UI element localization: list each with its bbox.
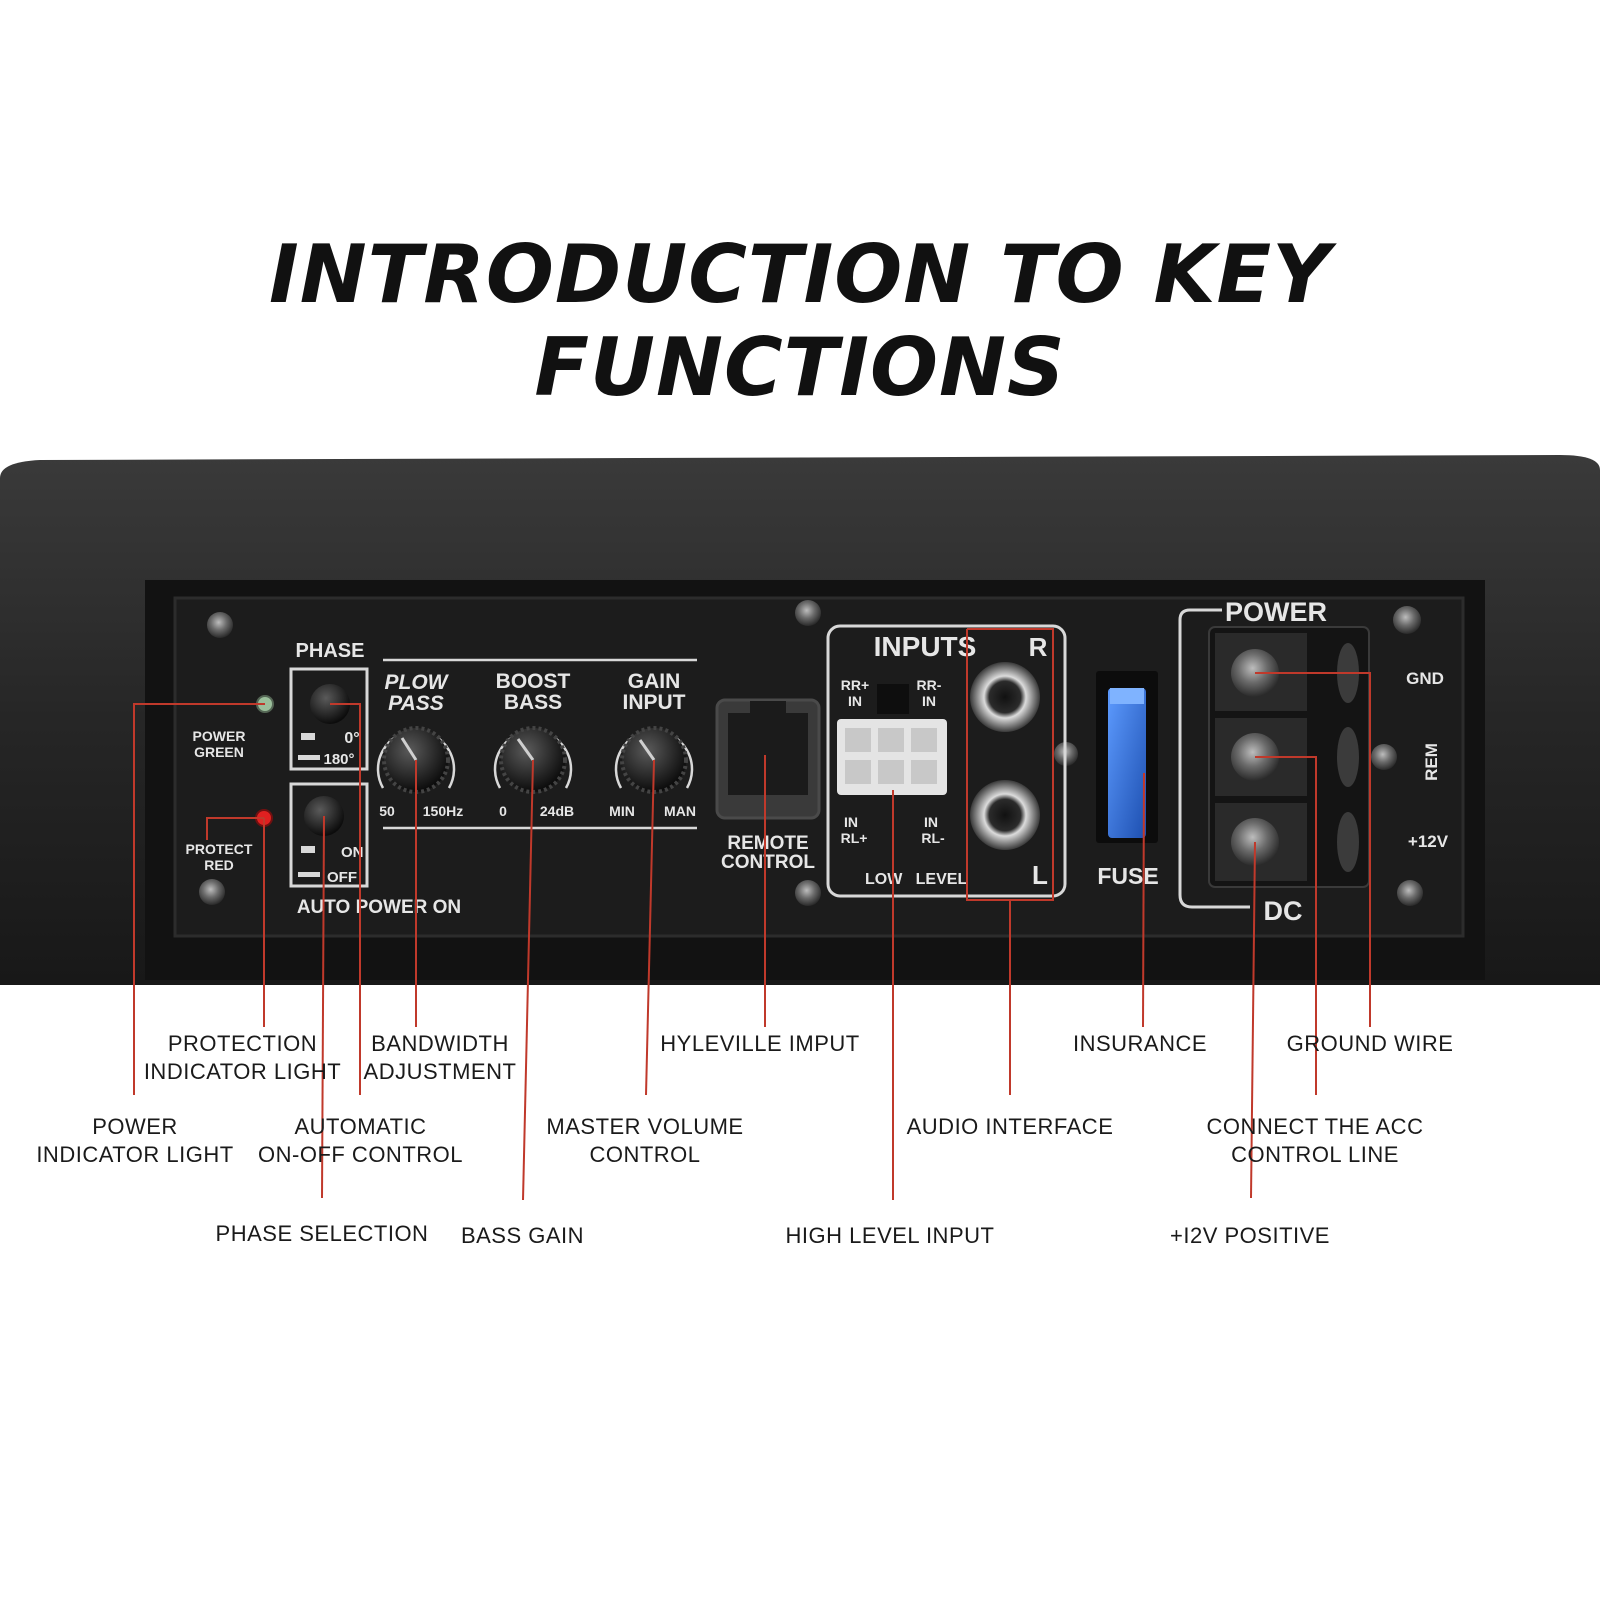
phase-0-label: 0° bbox=[344, 730, 359, 747]
plow-label-1: PLOW bbox=[385, 671, 450, 694]
rem-label: REM bbox=[1422, 743, 1441, 781]
leader-line bbox=[1255, 672, 1371, 1027]
phase-180-label: 180° bbox=[323, 751, 354, 768]
leader-line bbox=[645, 759, 655, 1096]
callout-insurance: INSURANCE bbox=[1072, 1031, 1208, 1056]
rca-l-jack[interactable] bbox=[970, 780, 1040, 850]
protect-red-label-2: RED bbox=[204, 857, 234, 873]
callout-12v-positive: +I2V POSITIVE bbox=[1170, 1223, 1330, 1248]
leader-line bbox=[522, 759, 534, 1201]
inputs-frame bbox=[826, 624, 1067, 898]
lp-max-label: 150Hz bbox=[423, 803, 463, 819]
leader-line bbox=[1250, 841, 1256, 1199]
rr-plus-label-1: RR+ bbox=[841, 677, 869, 693]
rl-minus-label-2: RL- bbox=[921, 830, 945, 846]
phase-label: PHASE bbox=[296, 640, 365, 662]
leader-line bbox=[1142, 772, 1145, 1028]
leader-line bbox=[321, 815, 325, 1199]
callout-audio-interface: AUDIO INTERFACE bbox=[906, 1114, 1114, 1139]
dc-label: DC bbox=[1264, 896, 1303, 926]
callout-high-level-input: HIGH LEVEL INPUT bbox=[785, 1223, 995, 1248]
gain-min-label: MIN bbox=[609, 803, 635, 819]
callout-bass-gain: BASS GAIN bbox=[460, 1223, 585, 1248]
leader-lines bbox=[133, 628, 1371, 1201]
bass-min-label: 0 bbox=[499, 803, 507, 819]
auto-power-switch-frame bbox=[289, 782, 369, 888]
screw-icon bbox=[1397, 880, 1423, 906]
leader-line bbox=[966, 628, 1054, 901]
page-title: INTRODUCTION TO KEY FUNCTIONS bbox=[268, 228, 1332, 414]
power-green-label-2: GREEN bbox=[194, 744, 244, 760]
rl-plus-label-2: RL+ bbox=[841, 830, 868, 846]
gnd-label: GND bbox=[1406, 669, 1444, 688]
protect-red-label-1: PROTECT bbox=[186, 841, 253, 857]
l-label: L bbox=[1032, 860, 1048, 890]
plow-label-2: PASS bbox=[388, 692, 444, 715]
auto-power-on-label: AUTO POWER ON bbox=[297, 897, 461, 918]
boost-label-2: BASS bbox=[504, 691, 562, 714]
screw-icon bbox=[795, 600, 821, 626]
gain-max-label: MAN bbox=[664, 803, 696, 819]
screw-icon bbox=[207, 612, 233, 638]
remote-label-2: CONTROL bbox=[721, 852, 815, 873]
callout-phase-selection: PHASE SELECTION bbox=[215, 1221, 429, 1246]
remote-label-1: REMOTE bbox=[727, 833, 808, 854]
leader-line bbox=[330, 703, 361, 1095]
r-label: R bbox=[1029, 632, 1048, 662]
rl-plus-label-1: IN bbox=[844, 814, 858, 830]
rca-r-jack[interactable] bbox=[970, 662, 1040, 732]
leader-line bbox=[1255, 756, 1317, 1095]
rl-minus-label-1: IN bbox=[924, 814, 938, 830]
power-green-label-1: POWER bbox=[193, 728, 246, 744]
screw-icon bbox=[795, 880, 821, 906]
fuse-icon bbox=[1108, 688, 1146, 838]
phase-switch-frame bbox=[289, 667, 369, 771]
off-label: OFF bbox=[327, 869, 357, 886]
screw-icon bbox=[1393, 606, 1421, 634]
leader-line bbox=[133, 703, 265, 1095]
lp-min-label: 50 bbox=[379, 803, 395, 819]
rr-plus-label-2: IN bbox=[848, 693, 862, 709]
inputs-label: INPUTS bbox=[874, 631, 977, 662]
on-label: ON bbox=[341, 844, 364, 861]
leader-line bbox=[206, 817, 264, 840]
screw-icon bbox=[199, 879, 225, 905]
gain-label-1: GAIN bbox=[628, 670, 681, 693]
gain-label-2: INPUT bbox=[623, 691, 686, 714]
screw-icon bbox=[1371, 744, 1397, 770]
fuse-label: FUSE bbox=[1097, 863, 1158, 889]
plus12v-label: +12V bbox=[1408, 832, 1449, 851]
high-level-connector bbox=[837, 719, 947, 795]
rr-minus-label-2: IN bbox=[922, 693, 936, 709]
callout-hyleville-imput: HYLEVILLE IMPUT bbox=[660, 1031, 860, 1056]
power-label: POWER bbox=[1225, 597, 1327, 627]
callout-ground-wire: GROUND WIRE bbox=[1286, 1031, 1454, 1056]
bass-max-label: 24dB bbox=[540, 803, 574, 819]
low-level-label: LOW LEVEL bbox=[865, 871, 967, 888]
rr-minus-label-1: RR- bbox=[917, 677, 942, 693]
boost-label-1: BOOST bbox=[496, 670, 571, 693]
